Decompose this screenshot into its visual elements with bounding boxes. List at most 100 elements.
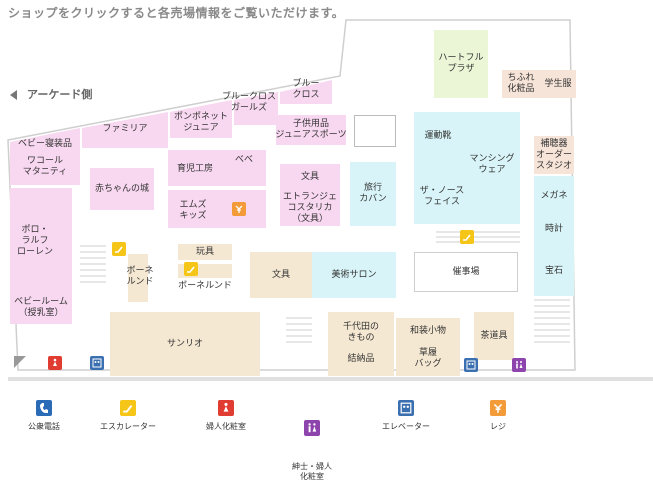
shop-label: 催事場 (452, 266, 480, 277)
elevator-icon (464, 358, 478, 372)
legend-multi-restroom: 紳士・婦人 化粧室 (272, 400, 352, 502)
shop-label: 美術サロン (331, 269, 377, 280)
shop-wasou-block[interactable] (396, 318, 460, 376)
shop-label: 補聴器 オーダー スタジオ (535, 138, 572, 171)
shop-toys[interactable]: 玩具 (178, 244, 232, 260)
legend-label: レジ (490, 422, 506, 431)
shop-baby-bedding[interactable]: ベビー寝装品 (10, 139, 80, 150)
shop-chifure[interactable]: ちふれ 化粧品 (502, 70, 540, 98)
shop-yuino[interactable]: 結納品 (328, 354, 394, 365)
shop-sports-block[interactable] (414, 112, 520, 224)
shop-munsingwear[interactable]: マンシング ウェア (462, 154, 522, 176)
shop-sanrio[interactable]: サンリオ (110, 312, 260, 376)
angled-shops (10, 80, 332, 185)
legend-phone: 公衆電話 (4, 400, 84, 432)
shop-blue-cross-girls[interactable]: ブルークロス ガールズ (214, 92, 284, 114)
legend-escalator: エスカレーター (88, 400, 168, 432)
shop-label: ベビールーム （授乳室） (14, 297, 68, 318)
event-hall[interactable]: 催事場 (414, 252, 518, 292)
escalator-icon (120, 400, 136, 416)
shop-pompon-shape (170, 100, 232, 138)
shop-wacoal[interactable]: ワコール マタニティ (10, 156, 80, 178)
legend-womens-restroom: 婦人化粧室 (186, 400, 266, 432)
floor-bottom-band (8, 377, 653, 381)
shop-etranger[interactable]: エトランジェ コスタリカ （文具） (276, 192, 344, 225)
stairs-right (534, 299, 570, 343)
shop-familiar-shape (82, 112, 168, 148)
shop-label: 宝石 (544, 266, 563, 276)
shop-sports-shoes[interactable]: 運動靴 (418, 131, 458, 142)
shop-travel-bag[interactable]: 旅行 カバン (350, 162, 396, 226)
shop-tea-tools[interactable]: 茶道具 (474, 312, 514, 360)
legend: 公衆電話 エスカレーター 婦人化粧室 紳士・婦人 化粧室 エレベーター レジ (0, 392, 653, 481)
shop-polo-block[interactable] (10, 188, 72, 324)
shop-bonnelund[interactable]: ボーネルンド (172, 281, 238, 292)
shop-bluecross-shape (280, 80, 332, 104)
shop-label: ブルークロス ガールズ (221, 92, 276, 113)
shop-heartful-plaza[interactable]: ハートフル プラザ (434, 30, 488, 98)
shop-blue-cross[interactable]: ブルー クロス (280, 79, 332, 101)
shop-label: サンリオ (166, 338, 203, 349)
shop-label: 玩具 (195, 246, 214, 257)
shop-art-salon[interactable]: 美術サロン (312, 252, 396, 298)
shop-label: エムズ キッズ (179, 200, 207, 221)
shop-stationery[interactable]: 文具 (250, 252, 312, 298)
shop-bonnelund-left-label[interactable]: ボーネ ルンド (122, 266, 158, 288)
empty-space (354, 115, 396, 147)
shop-bonnelund-left[interactable] (128, 254, 148, 302)
shop-baby-room[interactable]: ベビールーム （授乳室） (8, 297, 74, 319)
shop-etranger-block[interactable] (280, 164, 340, 226)
shop-clock[interactable]: 時計 (534, 224, 574, 235)
shop-school-uniform[interactable]: 学生服 (540, 70, 576, 98)
shop-zouri-bag[interactable]: 草履 バッグ (396, 348, 460, 370)
shop-label: 学生服 (544, 78, 572, 89)
shop-kids-sports[interactable]: 子供用品 ジュニアスポーツ (275, 115, 347, 145)
shop-label: ブルー クロス (292, 79, 320, 100)
legend-label: 公衆電話 (28, 422, 60, 431)
shop-baby-castle[interactable]: 赤ちゃんの城 (90, 168, 154, 210)
shop-label: ちふれ 化粧品 (507, 73, 535, 94)
shop-ikuji-kobo[interactable]: 育児工房 (170, 164, 220, 175)
womens-restroom-icon (48, 356, 62, 370)
legend-elevator: エレベーター (366, 400, 446, 432)
shop-baby-bedding-shape (10, 128, 80, 185)
shop-bebe[interactable]: べべ (226, 155, 262, 166)
shop-wasou[interactable]: 和装小物 (396, 326, 460, 337)
shop-glasses[interactable]: メガネ (534, 191, 574, 202)
escalator-icon (112, 242, 126, 256)
shop-label: 草履 バッグ (414, 348, 442, 369)
legend-register: レジ (458, 400, 538, 432)
shop-emz-kids[interactable]: エムズ キッズ (168, 200, 218, 222)
shop-chiyoda-kimono[interactable]: 千代田の きもの (328, 322, 394, 344)
shop-hearing-aid[interactable]: 補聴器 オーダー スタジオ (534, 136, 574, 174)
page-title: ショップをクリックすると各売場情報をご覧いただけます。 (8, 6, 345, 20)
shop-north-face[interactable]: ザ・ノース フェイス (414, 186, 470, 208)
shop-label: 旅行 カバン (359, 183, 387, 204)
shop-label: 結納品 (347, 354, 375, 364)
shop-label: 千代田の きもの (342, 322, 379, 343)
shop-chiyoda-block[interactable] (328, 312, 394, 376)
shop-pompon-junior[interactable]: ポンポネット ジュニア (170, 112, 232, 134)
shop-jewelry[interactable]: 宝石 (534, 266, 574, 277)
shop-polo[interactable]: ポロ・ ラルフ ローレン (10, 225, 60, 258)
shop-emz-kids-block[interactable] (168, 190, 266, 228)
shop-label: マンシング ウェア (469, 154, 515, 175)
legend-label: エレベーター (382, 422, 430, 431)
shop-right-column[interactable] (534, 176, 574, 296)
stairs-left (80, 245, 106, 283)
multi-restroom-icon (304, 420, 320, 436)
shop-ikuji-block[interactable] (168, 150, 266, 186)
elevator-icon (90, 356, 104, 370)
shop-bluecross-girls-shape (234, 92, 278, 125)
shop-stationery-top[interactable]: 文具 (280, 172, 340, 183)
floor-outline (7, 19, 576, 371)
shop-label: メガネ (540, 191, 568, 201)
shop-label: 子供用品 ジュニアスポーツ (275, 119, 347, 140)
shop-label: 茶道具 (480, 330, 508, 341)
multi-restroom-icon (512, 358, 526, 372)
shop-label: ボーネルンド (178, 281, 232, 291)
shop-label: 赤ちゃんの城 (94, 183, 149, 194)
shop-label: 育児工房 (176, 164, 213, 174)
shop-familiar[interactable]: ファミリア (82, 124, 168, 135)
stairs-top (436, 231, 520, 243)
